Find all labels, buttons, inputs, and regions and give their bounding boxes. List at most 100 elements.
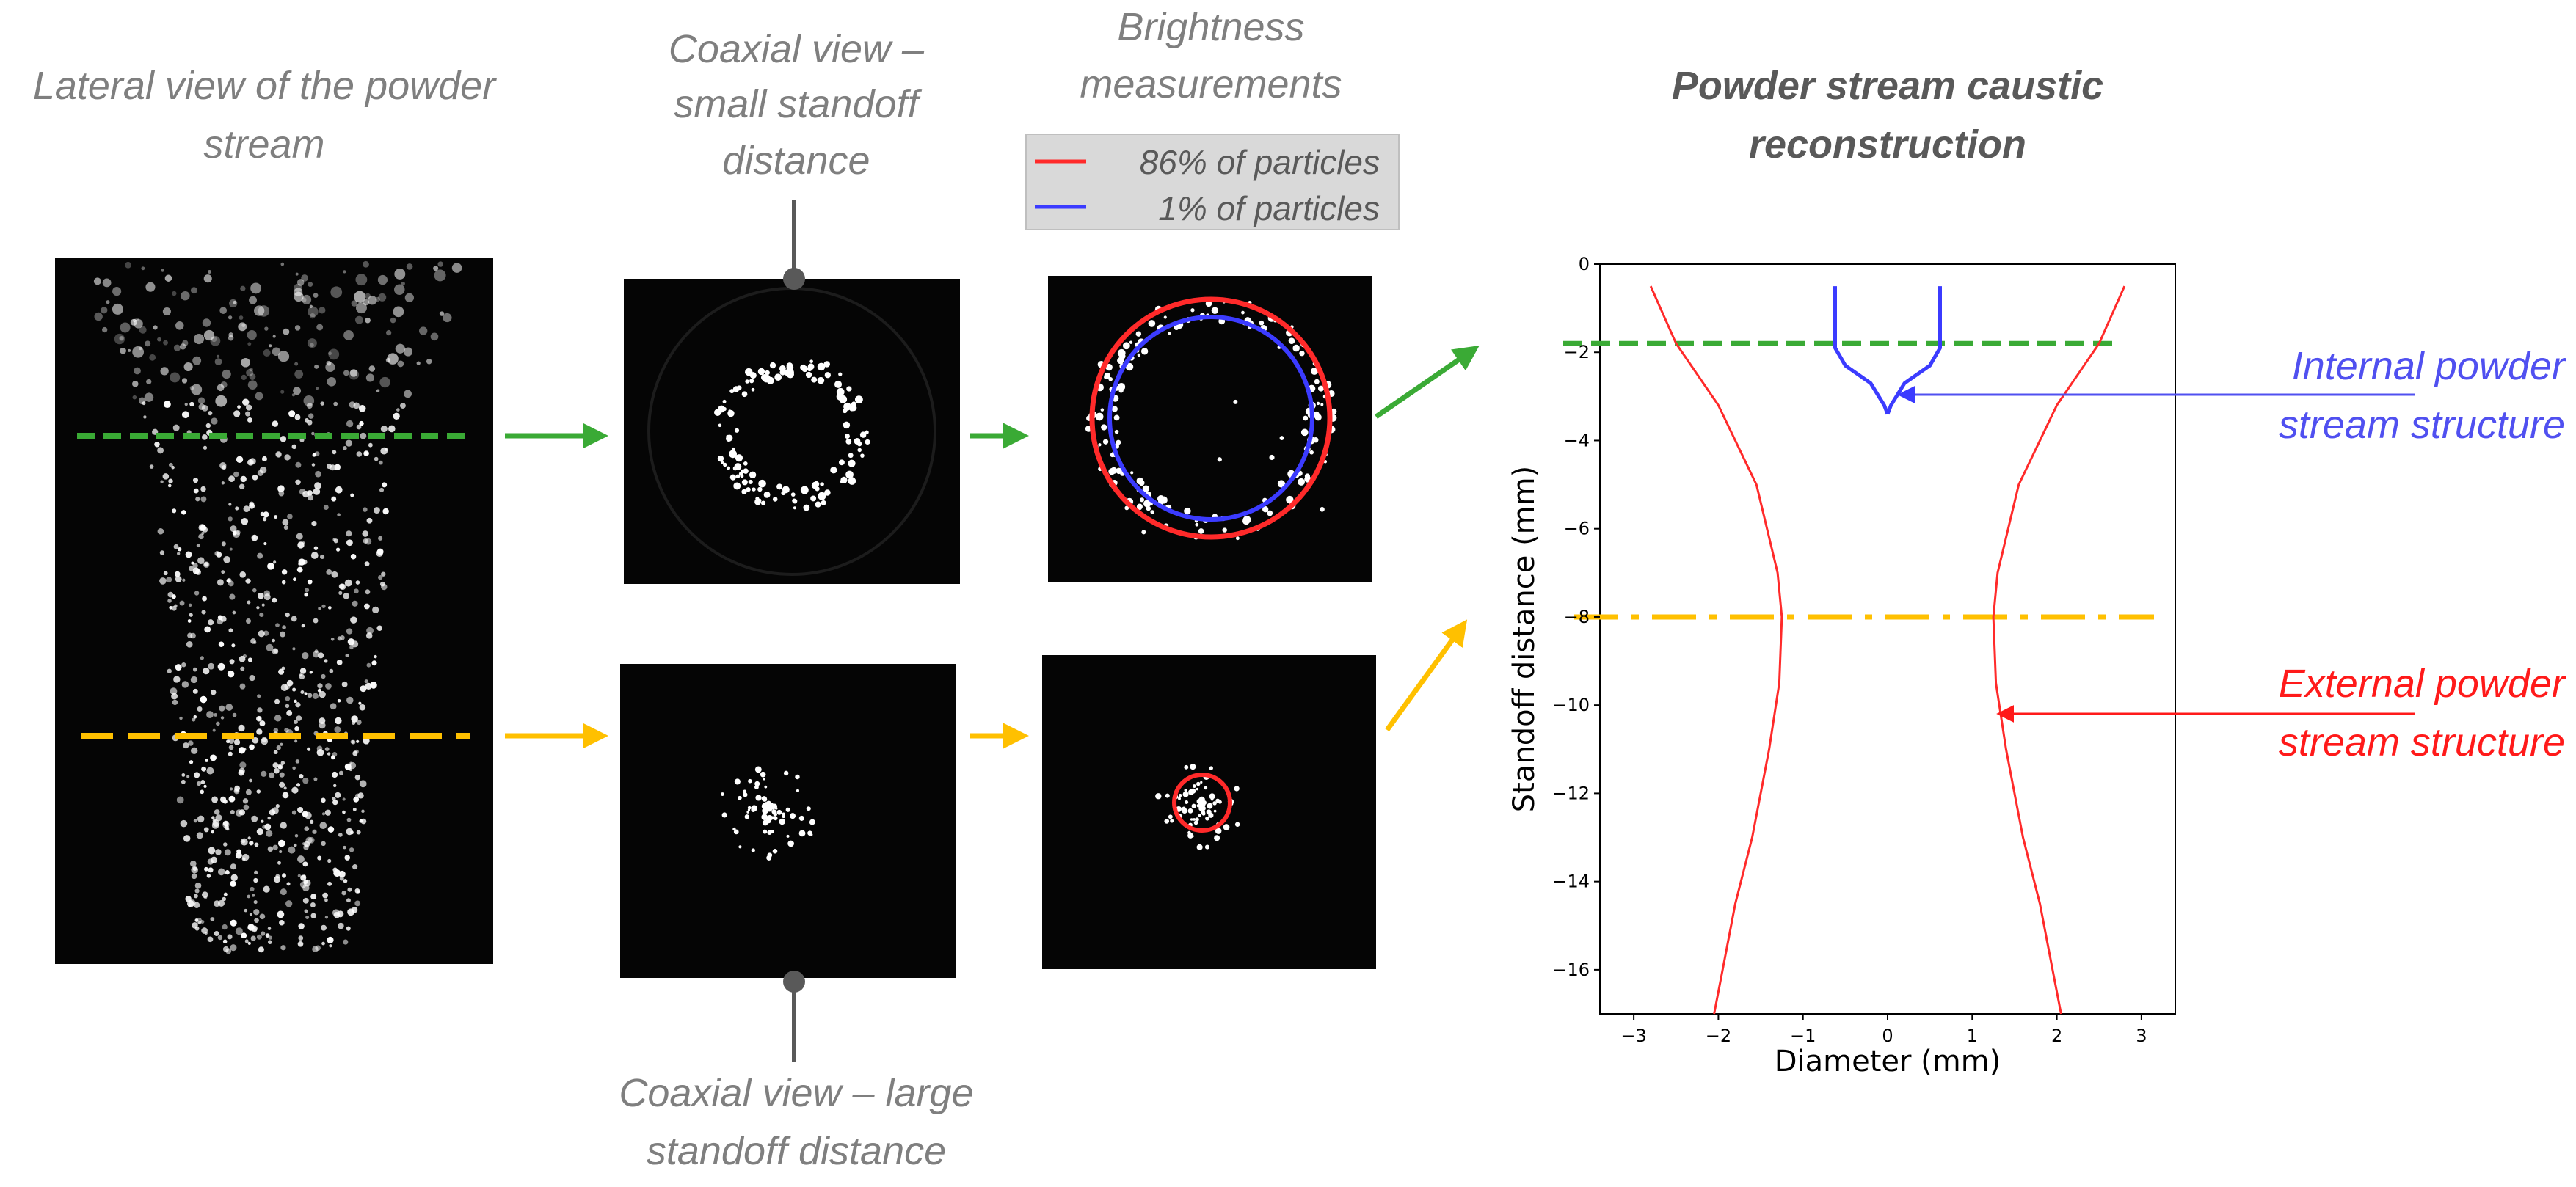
bright-small-particle xyxy=(1233,399,1238,404)
lateral-particle xyxy=(235,852,242,859)
bright-large-particle xyxy=(1209,766,1213,770)
lateral-particle xyxy=(214,712,218,717)
lateral-particle xyxy=(309,304,313,308)
coax-small-particle xyxy=(811,376,818,383)
x-tick-label: 3 xyxy=(2136,1026,2147,1046)
bright-large-particle xyxy=(1196,803,1201,808)
bright-large-particle xyxy=(1223,824,1230,830)
lateral-particle xyxy=(308,306,319,318)
bright-small-particle xyxy=(1241,310,1245,315)
lateral-particle xyxy=(280,436,287,442)
lateral-particle xyxy=(378,536,383,541)
bright-small-particle xyxy=(1267,512,1271,516)
lateral-particle xyxy=(181,511,185,514)
lateral-particle xyxy=(301,297,307,303)
bright-small-particle xyxy=(1127,365,1132,370)
lateral-particle xyxy=(406,263,413,270)
lateral-particle xyxy=(252,894,255,897)
coax-small-particle xyxy=(731,447,735,451)
lateral-particle xyxy=(315,470,321,478)
lateral-particle xyxy=(302,652,309,660)
lateral-particle xyxy=(167,599,172,603)
lateral-particle xyxy=(120,322,131,333)
lateral-particle xyxy=(301,624,305,628)
bright-small-particle xyxy=(1117,357,1124,365)
bright-small-particle xyxy=(1100,408,1105,412)
lateral-particle xyxy=(243,804,250,811)
lateral-particle xyxy=(272,638,275,643)
lateral-particle xyxy=(332,867,338,872)
lateral-particle xyxy=(312,693,319,699)
lateral-particle xyxy=(229,299,238,308)
lateral-particle xyxy=(292,647,296,651)
lateral-particle xyxy=(200,695,208,704)
lateral-particle xyxy=(196,781,201,786)
lateral-particle xyxy=(250,886,255,892)
lateral-particle xyxy=(175,575,182,582)
coax-small-particle xyxy=(813,481,820,487)
lateral-particle xyxy=(261,819,264,823)
lateral-particle xyxy=(314,482,321,489)
lateral-particle xyxy=(343,593,350,599)
lateral-particle xyxy=(154,442,160,448)
svg-text:Powder stream caustic: Powder stream caustic xyxy=(1672,64,2103,108)
coax-small-particle xyxy=(823,361,830,368)
lateral-particle xyxy=(381,571,386,577)
lateral-particle xyxy=(354,749,359,754)
coax-small-particle xyxy=(772,497,778,502)
lateral-particle xyxy=(304,826,310,832)
coax-large-particle xyxy=(721,812,727,818)
brightness-small-image xyxy=(1048,276,1372,582)
lateral-particle xyxy=(378,575,383,580)
bright-small-particle xyxy=(1117,383,1126,391)
lateral-particle xyxy=(329,944,332,948)
coax-small-particle xyxy=(721,461,724,464)
lateral-particle xyxy=(355,302,367,314)
bright-large-particle xyxy=(1179,794,1182,797)
lateral-particle xyxy=(260,931,266,936)
coax-small-particle xyxy=(757,498,762,503)
coaxial-small-title: Coaxial view – small standoff distance xyxy=(669,27,925,183)
lateral-particle xyxy=(376,549,383,558)
lateral-particle xyxy=(317,683,323,689)
lateral-particle xyxy=(241,374,247,381)
lateral-particle xyxy=(159,577,167,585)
coax-small-particle xyxy=(817,362,826,371)
lateral-particle xyxy=(352,600,358,607)
lateral-particle xyxy=(296,783,301,787)
lateral-particle xyxy=(282,792,289,799)
lateral-particle xyxy=(168,462,173,467)
lateral-particle xyxy=(358,701,362,705)
lateral-particle xyxy=(437,261,443,267)
coax-small-particle xyxy=(729,389,735,394)
lateral-particle xyxy=(189,566,194,571)
lateral-particle xyxy=(244,939,249,943)
x-tick-label: −3 xyxy=(1620,1026,1646,1046)
lateral-particle xyxy=(284,727,289,733)
lateral-particle xyxy=(168,478,173,484)
coax-small-particle xyxy=(800,364,807,371)
lateral-particle xyxy=(291,786,299,794)
coax-small-particle xyxy=(800,486,809,494)
lateral-particle xyxy=(274,698,280,704)
coax-small-particle xyxy=(824,372,831,379)
lateral-particle xyxy=(279,919,285,926)
lateral-particle xyxy=(342,797,346,801)
lateral-particle xyxy=(194,882,202,889)
bright-large-particle xyxy=(1215,828,1222,834)
lateral-particle xyxy=(359,704,366,711)
lateral-particle xyxy=(313,618,319,624)
lateral-particle xyxy=(141,266,145,271)
lateral-particle xyxy=(350,493,354,497)
lateral-particle xyxy=(302,294,312,304)
coax-small-particle xyxy=(738,472,743,476)
bright-small-particle xyxy=(1190,308,1195,313)
x-tick-label: −1 xyxy=(1790,1026,1816,1046)
lateral-particle xyxy=(279,781,285,788)
lateral-particle xyxy=(94,312,103,321)
lateral-particle xyxy=(278,668,285,675)
bright-large-particle xyxy=(1213,809,1217,813)
brightness-title: Brightness measurements xyxy=(1080,5,1342,106)
lateral-view-image xyxy=(55,258,493,964)
coax-small-particle xyxy=(805,371,812,379)
